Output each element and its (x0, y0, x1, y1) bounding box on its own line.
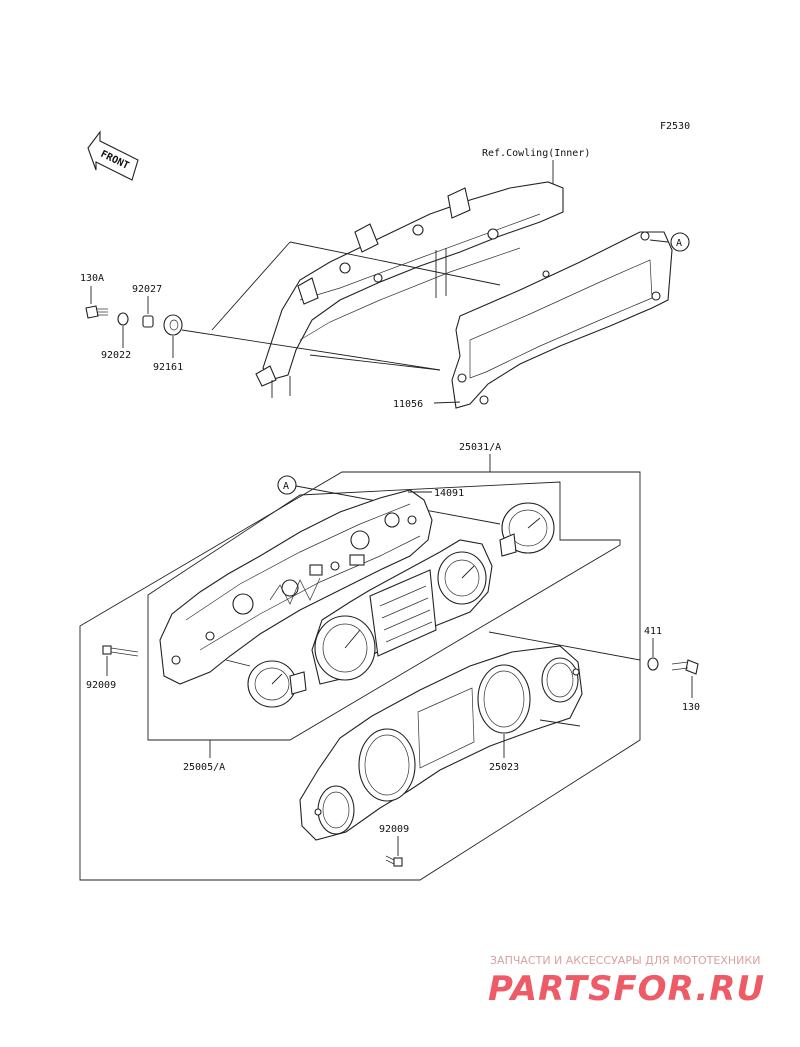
assembly-outline (79, 471, 641, 881)
part-92027: 92027 (132, 284, 162, 295)
bolt-130a (85, 286, 108, 319)
part-92009-bottom: 92009 (379, 824, 409, 835)
gauge-face-panel (311, 539, 493, 685)
subassembly-outline (147, 481, 621, 741)
callout-a-lower (277, 475, 297, 495)
callout-a-lower-label: A (283, 481, 289, 492)
part-25031a: 25031/A (459, 442, 501, 453)
part-130a: 130A (80, 273, 104, 284)
part-92022: 92022 (101, 350, 131, 361)
front-arrow-icon: FRONT (87, 130, 139, 181)
part-11056: 11056 (393, 399, 423, 410)
figure-code: F2530 (660, 121, 690, 132)
part-411: 411 (644, 626, 662, 637)
right-small-gauge (499, 502, 555, 557)
screw-92009-left (102, 645, 139, 657)
left-small-gauge (247, 660, 307, 708)
part-14091: 14091 (434, 488, 464, 499)
part-92009-left: 92009 (86, 680, 116, 691)
watermark-tagline: ЗАПЧАСТИ И АКСЕССУАРЫ ДЛЯ МОТОТЕХНИКИ (490, 954, 760, 967)
part-25023: 25023 (489, 762, 519, 773)
ref-cowling-label: Ref.Cowling(Inner) (482, 148, 590, 159)
meter-cover-25023 (299, 645, 583, 841)
washer-411 (647, 638, 659, 671)
washer-92022 (117, 312, 129, 348)
callout-a-upper-label: A (676, 238, 682, 249)
bolt-130 (671, 659, 699, 698)
bracket-11056 (255, 181, 673, 409)
meter-case-14091 (159, 489, 433, 685)
part-25005a: 25005/A (183, 762, 225, 773)
watermark-logo: PARTSFOR.RU (488, 969, 765, 1009)
callout-a-upper (670, 232, 690, 252)
part-130: 130 (682, 702, 700, 713)
part-92161: 92161 (153, 362, 183, 373)
collar-92027 (142, 296, 154, 328)
screw-92009-bottom (385, 836, 403, 867)
grommet-92161 (163, 314, 183, 358)
